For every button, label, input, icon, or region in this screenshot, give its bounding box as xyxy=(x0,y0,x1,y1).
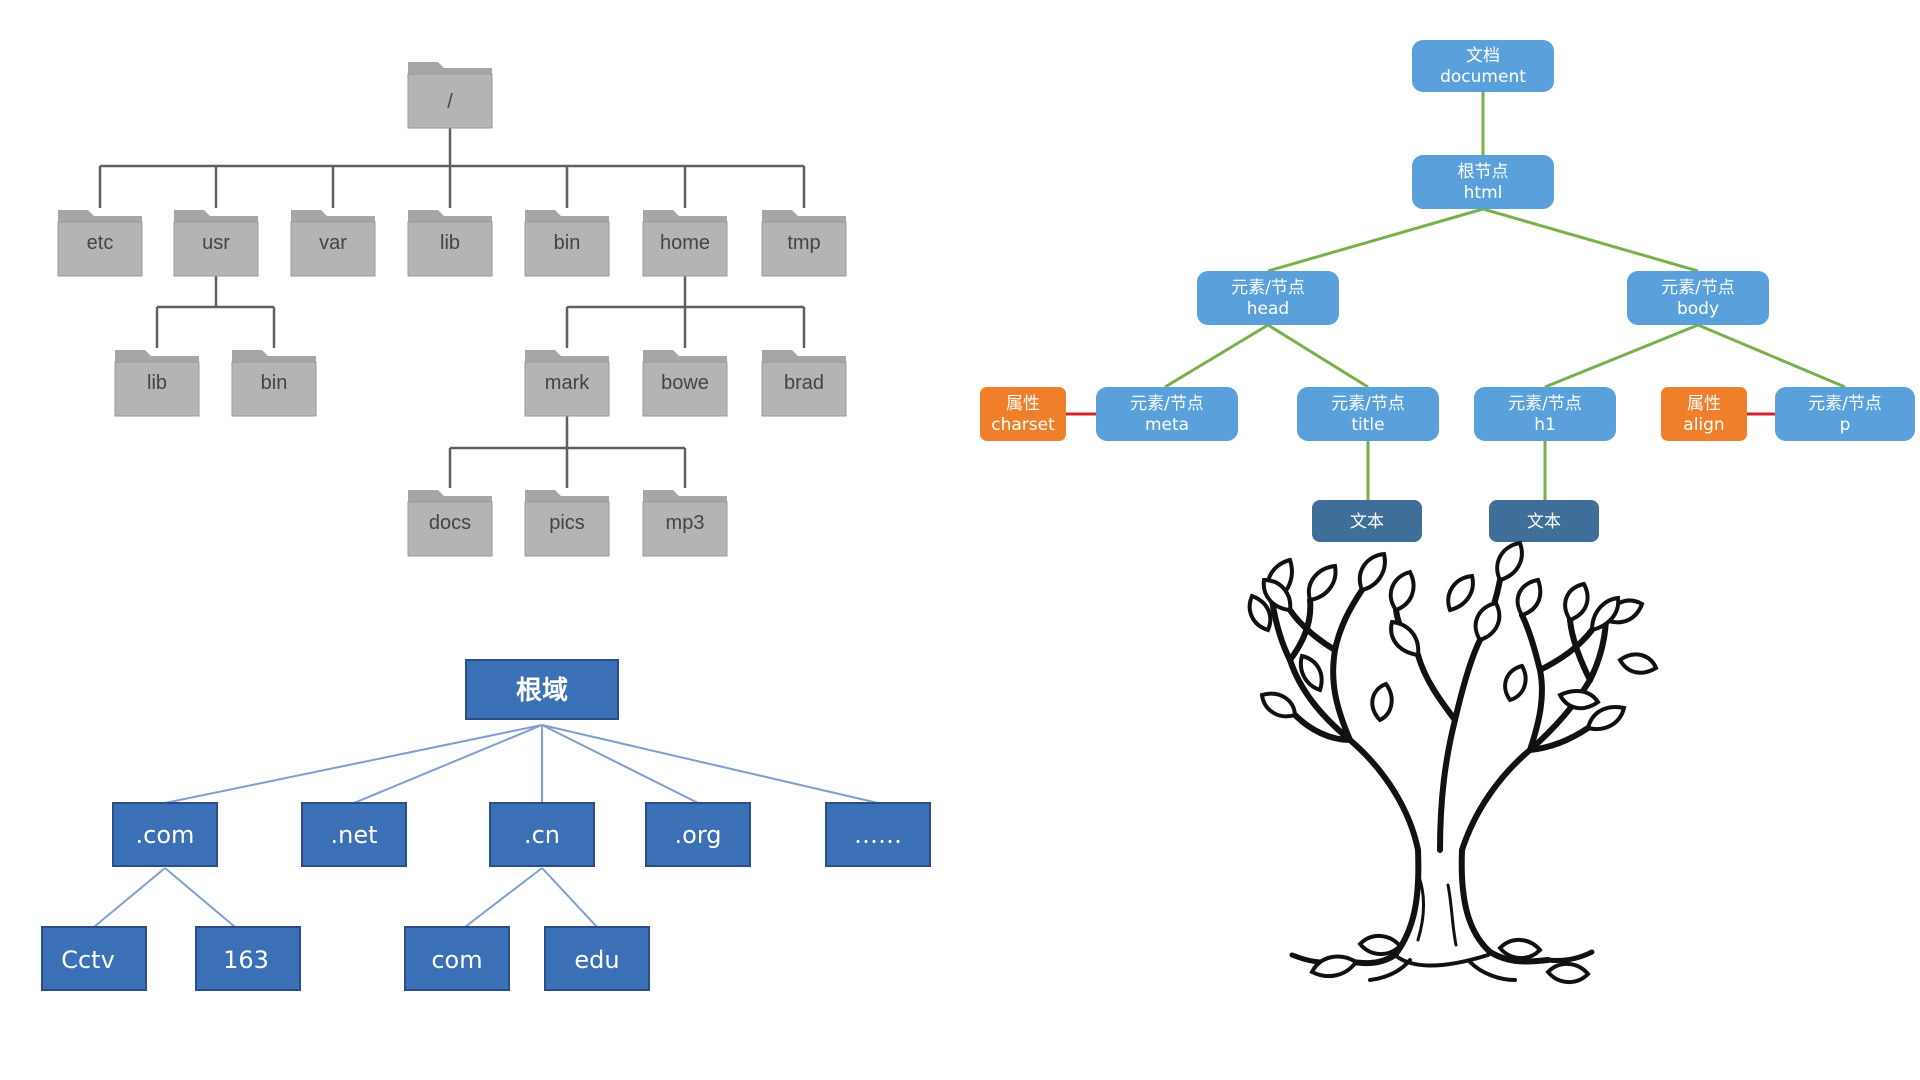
folder-mp3-label: mp3 xyxy=(666,512,705,534)
folder-bowe: bowe xyxy=(642,350,728,417)
dom-node-body-line2: body xyxy=(1677,299,1719,319)
dom-node-title: 元素/节点 title xyxy=(1297,387,1439,441)
dom-node-head-line2: head xyxy=(1247,299,1289,319)
folder-home-label: home xyxy=(660,232,710,254)
dns-root-label: 根域 xyxy=(516,676,568,706)
dns-tree-diagram: 根域 .com .net .cn .org …… Cctv 163 com ed… xyxy=(41,659,931,991)
dns-node-edu-label: edu xyxy=(574,946,619,974)
dns-node-com-label: com xyxy=(431,946,482,974)
dom-text-node-title: 文本 xyxy=(1312,500,1422,542)
folder-etc: etc xyxy=(57,210,143,277)
dom-node-head: 元素/节点 head xyxy=(1197,271,1339,325)
folder-lib-label: lib xyxy=(440,232,460,254)
dns-node-cctv-label: Cctv xyxy=(61,946,115,974)
dns-root-node: 根域 xyxy=(465,659,619,720)
folder-tmp-label: tmp xyxy=(787,232,820,254)
dom-node-h1-line2: h1 xyxy=(1534,415,1556,435)
tree-leaves xyxy=(1247,540,1659,731)
dns-tld-cn: .cn xyxy=(489,802,595,867)
folder-docs-label: docs xyxy=(429,512,471,534)
dom-node-body: 元素/节点 body xyxy=(1627,271,1769,325)
dom-text-node-title-label: 文本 xyxy=(1350,512,1384,532)
dom-node-html-line2: html xyxy=(1464,183,1503,203)
dom-attr-align: 属性 align xyxy=(1661,387,1747,441)
folder-docs: docs xyxy=(407,490,493,557)
dom-attr-align-line1: 属性 xyxy=(1687,394,1721,414)
dns-tld-net-label: .net xyxy=(330,821,377,849)
dom-node-h1: 元素/节点 h1 xyxy=(1474,387,1616,441)
dom-node-p-line2: p xyxy=(1840,415,1851,435)
folder-root-label: / xyxy=(447,91,453,113)
folder-usr: usr xyxy=(173,210,259,277)
dom-attr-charset-line1: 属性 xyxy=(1006,394,1040,414)
dns-tld-org: .org xyxy=(645,802,751,867)
dom-node-html: 根节点 html xyxy=(1412,155,1554,209)
dom-tree-diagram: 文档 document 根节点 html 元素/节点 head 元素/节点 bo… xyxy=(980,40,1915,542)
dom-attr-align-line2: align xyxy=(1683,415,1724,435)
dns-node-cctv: Cctv xyxy=(41,926,147,991)
folder-var: var xyxy=(290,210,376,277)
folder-bin: bin xyxy=(524,210,610,277)
dns-tld-more: …… xyxy=(825,802,931,867)
folder-root: / xyxy=(407,62,493,129)
dom-node-title-line2: title xyxy=(1351,415,1384,435)
dom-node-meta: 元素/节点 meta xyxy=(1096,387,1238,441)
dom-attr-charset-line2: charset xyxy=(991,415,1055,435)
dom-node-title-line1: 元素/节点 xyxy=(1331,394,1405,414)
dom-node-p: 元素/节点 p xyxy=(1775,387,1915,441)
folder-pics-label: pics xyxy=(549,512,585,534)
folder-bin-label: bin xyxy=(554,232,581,254)
folder-usr-lib-label: lib xyxy=(147,372,167,394)
dom-node-document-line2: document xyxy=(1440,67,1526,87)
folder-usr-label: usr xyxy=(202,232,230,254)
folder-usr-lib: lib xyxy=(114,350,200,417)
folder-mp3: mp3 xyxy=(642,490,728,557)
dom-node-p-line1: 元素/节点 xyxy=(1808,394,1882,414)
folder-etc-label: etc xyxy=(87,232,114,254)
dom-node-document-line1: 文档 xyxy=(1466,46,1500,66)
dns-tld-more-label: …… xyxy=(854,821,902,849)
dns-edges xyxy=(93,724,879,928)
dom-edges xyxy=(1164,92,1846,500)
folder-usr-bin-label: bin xyxy=(261,372,288,394)
folder-bowe-label: bowe xyxy=(661,372,709,394)
folder-brad: brad xyxy=(761,350,847,417)
folder-pics: pics xyxy=(524,490,610,557)
dom-text-node-h1-label: 文本 xyxy=(1527,512,1561,532)
dns-tld-com: .com xyxy=(112,802,218,867)
folder-mark-label: mark xyxy=(545,372,590,394)
dom-node-document: 文档 document xyxy=(1412,40,1554,92)
dom-node-meta-line2: meta xyxy=(1145,415,1189,435)
dns-tld-cn-label: .cn xyxy=(524,821,560,849)
tree-branches xyxy=(1269,577,1609,853)
dns-tld-net: .net xyxy=(301,802,407,867)
dom-node-meta-line1: 元素/节点 xyxy=(1130,394,1204,414)
dns-node-163: 163 xyxy=(195,926,301,991)
tree-fallen-leaves xyxy=(1309,934,1591,984)
filesystem-edges xyxy=(98,128,806,488)
folder-mark: mark xyxy=(524,350,610,417)
dom-text-node-h1: 文本 xyxy=(1489,500,1599,542)
dom-node-head-line1: 元素/节点 xyxy=(1231,278,1305,298)
dns-node-edu: edu xyxy=(544,926,650,991)
dns-node-163-label: 163 xyxy=(223,946,269,974)
dom-node-h1-line1: 元素/节点 xyxy=(1508,394,1582,414)
dom-node-body-line1: 元素/节点 xyxy=(1661,278,1735,298)
dns-tld-com-label: .com xyxy=(136,821,195,849)
folder-tmp: tmp xyxy=(761,210,847,277)
folder-brad-label: brad xyxy=(784,372,824,394)
folder-home: home xyxy=(642,210,728,277)
folder-var-label: var xyxy=(319,232,347,254)
dom-attr-charset: 属性 charset xyxy=(980,387,1066,441)
folder-lib: lib xyxy=(407,210,493,277)
filesystem-diagram: / etc usr var lib bin home tmp l xyxy=(57,62,847,557)
dom-node-html-line1: 根节点 xyxy=(1458,162,1509,182)
folder-usr-bin: bin xyxy=(231,350,317,417)
dns-node-com: com xyxy=(404,926,510,991)
dns-tld-org-label: .org xyxy=(675,821,722,849)
